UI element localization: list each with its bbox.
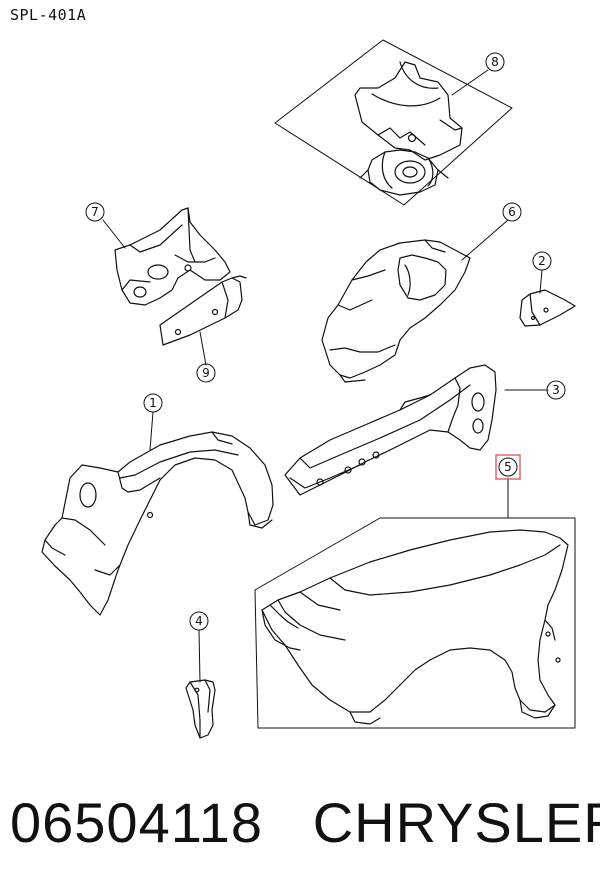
callout-circles bbox=[85, 52, 566, 631]
part-6-wheelhouse-panel bbox=[321, 239, 471, 383]
callout-label-7: 7 bbox=[91, 205, 99, 219]
brand-name: CHRYSLER bbox=[312, 791, 600, 854]
callout-label-1: 1 bbox=[149, 396, 157, 410]
callout-label-9: 9 bbox=[202, 366, 210, 380]
part-8-shock-tower-assembly bbox=[274, 39, 513, 206]
part-caption: 06504118 CHRYSLER bbox=[10, 790, 600, 855]
part-4-lower-bracket bbox=[185, 679, 216, 739]
part-3-fender-rail bbox=[284, 364, 497, 496]
callout-label-8: 8 bbox=[491, 55, 499, 69]
callout-circle-8 bbox=[485, 52, 505, 72]
callout-label-3: 3 bbox=[552, 383, 560, 397]
part-number: 06504118 bbox=[10, 791, 263, 854]
callout-circle-9 bbox=[196, 363, 216, 383]
sheet-code: SPL-401A bbox=[10, 6, 87, 24]
leader-lines bbox=[102, 69, 549, 683]
callout-circle-6 bbox=[502, 202, 522, 222]
caption-spacer bbox=[263, 791, 313, 854]
callout-circle-1 bbox=[143, 393, 163, 413]
callout-label-2: 2 bbox=[538, 254, 546, 268]
callout-label-5: 5 bbox=[504, 460, 512, 474]
callout-circle-2 bbox=[532, 251, 552, 271]
part-2-small-bracket bbox=[519, 289, 576, 327]
callout-circle-3 bbox=[546, 380, 566, 400]
part-9-mounting-plate bbox=[159, 275, 247, 346]
callout-circle-5 bbox=[498, 457, 518, 477]
callout-circle-7 bbox=[85, 202, 105, 222]
callout-label-6: 6 bbox=[508, 205, 516, 219]
part-1-inner-fender-liner bbox=[41, 431, 274, 616]
part-5-front-fender bbox=[254, 517, 576, 729]
callout-label-4: 4 bbox=[195, 614, 203, 628]
callout-circle-4 bbox=[189, 611, 209, 631]
callout-5-highlight-box bbox=[495, 454, 521, 480]
part-7-shock-tower-reinforcement bbox=[114, 207, 231, 306]
